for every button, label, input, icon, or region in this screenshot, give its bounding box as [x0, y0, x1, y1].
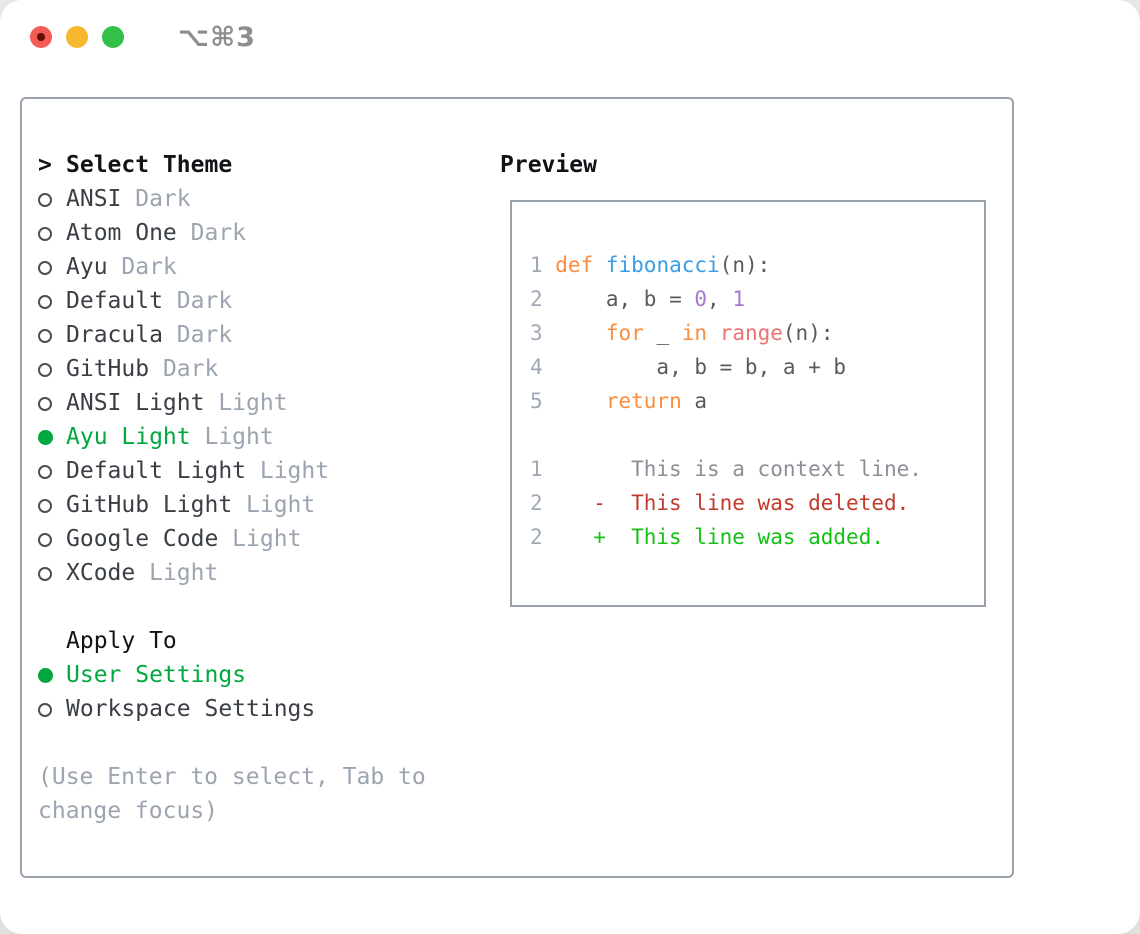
- theme-name: GitHub Light: [66, 492, 233, 518]
- theme-option[interactable]: Google Code Light: [38, 522, 454, 556]
- theme-name: Google Code: [66, 526, 219, 552]
- apply-to-heading: Apply To: [66, 628, 177, 654]
- theme-option[interactable]: GitHub Light Light: [38, 488, 454, 522]
- theme-option[interactable]: GitHub Dark: [38, 352, 454, 386]
- theme-name: ANSI: [66, 186, 122, 212]
- theme-name: Atom One: [66, 220, 177, 246]
- minimize-button[interactable]: [66, 26, 88, 48]
- radio-unselected-icon: [38, 250, 66, 284]
- line-number: 2: [530, 491, 543, 515]
- theme-tag: Light: [190, 424, 274, 450]
- radio-unselected-icon: [38, 692, 66, 726]
- diff-text: This is a context line.: [631, 457, 922, 481]
- theme-name: Dracula: [66, 322, 163, 348]
- theme-name: XCode: [66, 560, 136, 586]
- theme-name: GitHub: [66, 356, 150, 382]
- blank-line: [530, 418, 984, 452]
- radio-unselected-icon: [38, 454, 66, 488]
- spacer: [38, 590, 454, 624]
- radio-selected-icon: [38, 658, 66, 692]
- zoom-button[interactable]: [102, 26, 124, 48]
- radio-unselected-icon: [38, 182, 66, 216]
- apply-to-option[interactable]: Workspace Settings: [38, 692, 454, 726]
- theme-tag: Dark: [176, 220, 247, 246]
- diff-line: 2 - This line was deleted.: [530, 486, 984, 520]
- line-number: 4: [530, 355, 543, 379]
- radio-unselected-icon: [38, 556, 66, 590]
- radio-unselected-icon: [38, 488, 66, 522]
- radio-unselected-icon: [38, 522, 66, 556]
- theme-option[interactable]: Ayu Light Light: [38, 420, 454, 454]
- radio-unselected-icon: [38, 284, 66, 318]
- apply-option-name: Workspace Settings: [66, 696, 316, 722]
- line-number: 5: [530, 389, 543, 413]
- select-theme-header: > Select Theme: [38, 148, 454, 182]
- line-number: 2: [530, 287, 543, 311]
- diff-text: This line was deleted.: [631, 491, 910, 515]
- theme-option[interactable]: Ayu Dark: [38, 250, 454, 284]
- radio-selected-icon: [38, 420, 66, 454]
- theme-tag: Dark: [162, 288, 233, 314]
- select-theme-heading: Select Theme: [66, 152, 233, 178]
- preview-title: Preview: [500, 152, 597, 178]
- theme-tag: Dark: [107, 254, 177, 280]
- apply-option-name: User Settings: [66, 662, 247, 688]
- close-dot-icon: [37, 33, 45, 41]
- diff-line: 2 + This line was added.: [530, 520, 984, 554]
- radio-unselected-icon: [38, 216, 66, 250]
- diff-marker: +: [593, 525, 606, 549]
- close-button[interactable]: [30, 26, 52, 48]
- theme-option[interactable]: ANSI Light Light: [38, 386, 454, 420]
- theme-name: Ayu Light: [66, 424, 191, 450]
- theme-option[interactable]: Atom One Dark: [38, 216, 454, 250]
- titlebar: ⌥⌘3: [0, 0, 1140, 74]
- theme-option[interactable]: XCode Light: [38, 556, 454, 590]
- apply-to-header: Apply To: [38, 624, 454, 658]
- theme-name: Ayu: [66, 254, 108, 280]
- line-number: 3: [530, 321, 543, 345]
- theme-tag: Light: [246, 458, 330, 484]
- focus-prompt-icon: >: [38, 152, 52, 178]
- line-number: 1: [530, 457, 543, 481]
- theme-name: Default Light: [66, 458, 247, 484]
- code-line: 5 return a: [530, 384, 984, 418]
- radio-unselected-icon: [38, 318, 66, 352]
- diff-marker: -: [593, 491, 606, 515]
- code-line: 4 a, b = b, a + b: [530, 350, 984, 384]
- keyboard-hint: (Use Enter to select, Tab to change focu…: [38, 764, 426, 824]
- theme-tag: Dark: [149, 356, 219, 382]
- window-title: ⌥⌘3: [178, 21, 256, 53]
- theme-tag: Light: [232, 492, 316, 518]
- apply-to-option[interactable]: User Settings: [38, 658, 454, 692]
- theme-tag: Dark: [162, 322, 233, 348]
- theme-option[interactable]: ANSI Dark: [38, 182, 454, 216]
- theme-option[interactable]: Default Light Light: [38, 454, 454, 488]
- theme-name: Default: [66, 288, 163, 314]
- code-line: 2 a, b = 0, 1: [530, 282, 984, 316]
- code-line: 3 for _ in range(n):: [530, 316, 984, 350]
- theme-option[interactable]: Dracula Dark: [38, 318, 454, 352]
- theme-tag: Light: [135, 560, 219, 586]
- diff-text: This line was added.: [631, 525, 884, 549]
- diff-line: 1 This is a context line.: [530, 452, 984, 486]
- theme-tag: Dark: [121, 186, 191, 212]
- line-number: 2: [530, 525, 543, 549]
- theme-tag: Light: [204, 390, 288, 416]
- line-number: 1: [530, 253, 543, 277]
- theme-tag: Light: [218, 526, 302, 552]
- theme-name: ANSI Light: [66, 390, 205, 416]
- radio-unselected-icon: [38, 386, 66, 420]
- theme-option[interactable]: Default Dark: [38, 284, 454, 318]
- radio-unselected-icon: [38, 352, 66, 386]
